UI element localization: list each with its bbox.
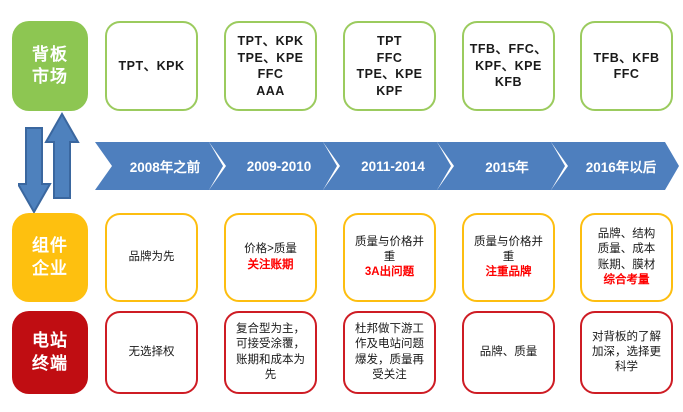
row-label-line: 组件 <box>32 236 68 256</box>
row-label-backplane-market: 背板市场 <box>12 21 88 111</box>
timeline-arrow-4: 2015年 <box>437 142 565 190</box>
cell-text-line: TPT <box>376 34 403 48</box>
timeline-arrow-2: 2009-2010 <box>209 142 337 190</box>
cell-text-line: 品牌为先 <box>128 250 175 263</box>
cell-text-line: 爆发，质量再 <box>355 353 424 366</box>
cell-text-line: 账期和成本为 <box>236 353 305 366</box>
cell-text-line: 账期、膜材 <box>597 258 656 271</box>
cell-text-line: 价格>质量 <box>244 243 297 256</box>
cell-text-red-line: 注重品牌 <box>485 266 532 279</box>
cell-component-companies-2: 价格>质量关注账期 <box>224 213 317 302</box>
cell-backplane-market-2: TPT、KPK TPE、KPE FFC AAA <box>224 21 317 111</box>
down-arrow-icon <box>18 127 52 215</box>
row-label-component-companies: 组件企业 <box>12 213 88 302</box>
timeline-arrow-3: 2011-2014 <box>323 142 451 190</box>
row-label-line: 电站 <box>32 331 68 351</box>
cell-text-line: TPE、KPE <box>237 50 304 65</box>
cell-text-line: 对背板的了解 <box>592 330 661 343</box>
cell-text-line: KPF、KPE <box>475 58 542 73</box>
row-label-line: 终端 <box>32 353 68 373</box>
cell-text-line: 作及电站问题 <box>355 338 424 351</box>
cell-power-station-terminal-2: 复合型为主， 可接受涂覆， 账期和成本为先 <box>224 311 317 394</box>
cell-text-line: TFB、KFB <box>593 50 660 65</box>
row-backplane-market: 背板市场 TPT、KPK TPT、KPK TPE、KPE FFC AAA TPT FFC TPE… <box>0 21 683 111</box>
cell-text-line: KPF <box>376 83 403 98</box>
cell-text-line: 无选择权 <box>128 345 175 358</box>
row-label-power-station-terminal: 电站终端 <box>12 311 88 394</box>
timeline-arrow-label: 2015年 <box>485 160 529 175</box>
cell-text-line: 受关注 <box>372 368 407 381</box>
exchange-arrows-icon <box>18 112 80 215</box>
timeline-arrow-label: 2011-2014 <box>361 158 425 174</box>
cell-text-line: 质量与价格并 <box>474 235 543 248</box>
cell-power-station-terminal-5: 对背板的了解加深，选择更科学 <box>580 311 673 394</box>
cell-backplane-market-1: TPT、KPK <box>105 21 198 111</box>
timeline-arrow-label: 2008年之前 <box>129 160 201 175</box>
cell-text-line: AAA <box>256 83 285 98</box>
row-label-line: 企业 <box>32 258 68 278</box>
cell-text-line: 可接受涂覆， <box>236 338 305 351</box>
cell-component-companies-1: 品牌为先 <box>105 213 198 302</box>
cell-text-line: FFC <box>257 67 284 81</box>
cell-text-red-line: 关注账期 <box>247 258 294 271</box>
cell-text-line: 重 <box>502 250 515 263</box>
cell-text-line: TPT、KPK <box>118 58 185 73</box>
cell-component-companies-5: 品牌、结构质量、成本账期、膜材综合考量 <box>580 213 673 302</box>
timeline-arrow-label: 2016年以后 <box>585 160 657 175</box>
cell-text-line: 复合型为主， <box>236 323 305 336</box>
cell-power-station-terminal-1: 无选择权 <box>105 311 198 394</box>
cell-text-line: 重 <box>383 250 396 263</box>
cell-text-line: 科学 <box>615 361 638 374</box>
cell-backplane-market-3: TPT FFC TPE、KPE KPF <box>343 21 436 111</box>
cell-text-line: 质量与价格并 <box>355 235 424 248</box>
timeline-arrow-1: 2008年之前 <box>95 142 223 190</box>
cell-component-companies-4: 质量与价格并重注重品牌 <box>462 213 555 302</box>
cell-text-line: KFB <box>494 75 523 90</box>
cell-power-station-terminal-3: 杜邦做下游工作及电站问题爆发，质量再受关注 <box>343 311 436 394</box>
cell-text-line: 质量、成本 <box>597 243 656 256</box>
cell-text-line: TFB、FFC、 <box>469 42 548 57</box>
row-label-line: 背板 <box>32 44 68 64</box>
cell-text-red-line: 综合考量 <box>603 273 650 286</box>
cell-text-line: TPT、KPK <box>237 34 304 48</box>
timeline-arrow-label: 2009-2010 <box>246 158 312 174</box>
row-power-station-terminal: 电站终端 无选择权 复合型为主， 可接受涂覆， 账期和成本为先 杜邦做下游工作及电站问题爆… <box>0 311 683 394</box>
cell-text-line: 杜邦做下游工 <box>355 323 424 336</box>
up-arrow-icon <box>44 112 80 199</box>
timeline: 2008年之前 2009-2010 2011-2014 2015年 2016年以后 <box>0 142 683 190</box>
cell-text-line: TPE、KPE <box>356 67 423 81</box>
cell-text-line: 品牌、质量 <box>479 345 538 358</box>
cell-text-line: 加深，选择更 <box>592 345 661 358</box>
cell-text-line: FFC <box>376 50 403 65</box>
cell-backplane-market-5: TFB、KFB FFC <box>580 21 673 111</box>
cell-text-line: 先 <box>264 368 277 381</box>
cell-power-station-terminal-4: 品牌、质量 <box>462 311 555 394</box>
cell-text-line: FFC <box>613 67 640 81</box>
cell-text-line: 品牌、结构 <box>597 228 656 241</box>
timeline-arrow-5: 2016年以后 <box>551 142 679 190</box>
cell-backplane-market-4: TFB、FFC、KPF、KPE KFB <box>462 21 555 111</box>
row-label-line: 市场 <box>32 67 68 86</box>
cell-text-red-line: 3A出问题 <box>364 266 415 279</box>
cell-component-companies-3: 质量与价格并重 3A出问题 <box>343 213 436 302</box>
